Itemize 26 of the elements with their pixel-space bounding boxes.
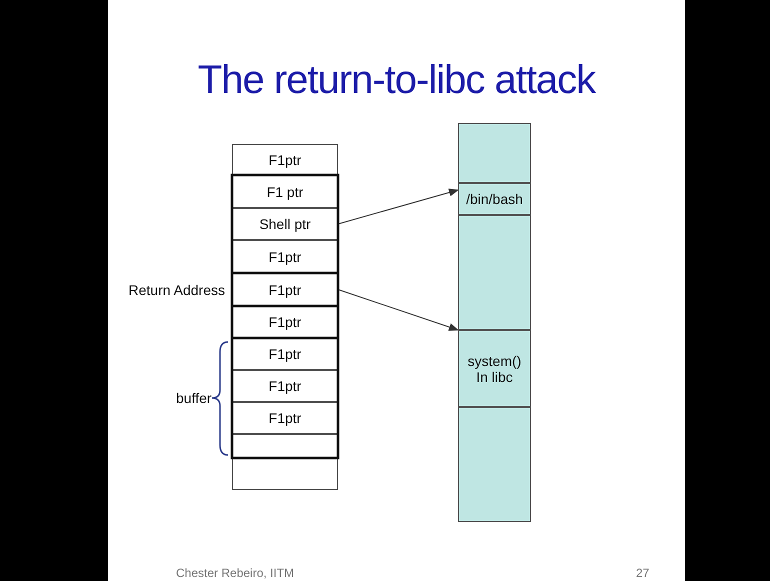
cell-label: F1ptr xyxy=(268,346,302,362)
cell-label: F1ptr xyxy=(268,378,302,394)
cell-label: F1ptr xyxy=(268,248,302,264)
slide-number: 27 xyxy=(636,566,650,580)
memory-cell xyxy=(232,208,338,240)
memory-cell xyxy=(232,402,338,434)
row-label: Return Address xyxy=(128,282,225,298)
cell-label: F1ptr xyxy=(268,410,302,426)
arrow xyxy=(338,289,459,331)
memory-cell xyxy=(458,330,531,407)
author-footer: Chester Rebeiro, IITM xyxy=(176,566,294,580)
memory-cell xyxy=(232,370,338,402)
arrow xyxy=(338,188,459,224)
cell-label: F1ptr xyxy=(268,314,302,330)
cell-label: F1ptr xyxy=(268,152,302,168)
cell-label: Shell ptr xyxy=(259,216,311,232)
memory-cell xyxy=(232,144,338,175)
cell-label: F1 ptr xyxy=(266,184,304,200)
empty-memory-cell xyxy=(458,123,531,183)
cell-label: system() In libc xyxy=(466,352,522,384)
cell-label: F1ptr xyxy=(268,282,302,298)
empty-memory-cell xyxy=(232,458,338,490)
memory-cell xyxy=(458,183,531,215)
slide-title: The return-to-libc attack xyxy=(196,58,597,103)
cell-label: /bin/bash xyxy=(465,191,524,207)
brace-label: buffer xyxy=(176,390,212,406)
